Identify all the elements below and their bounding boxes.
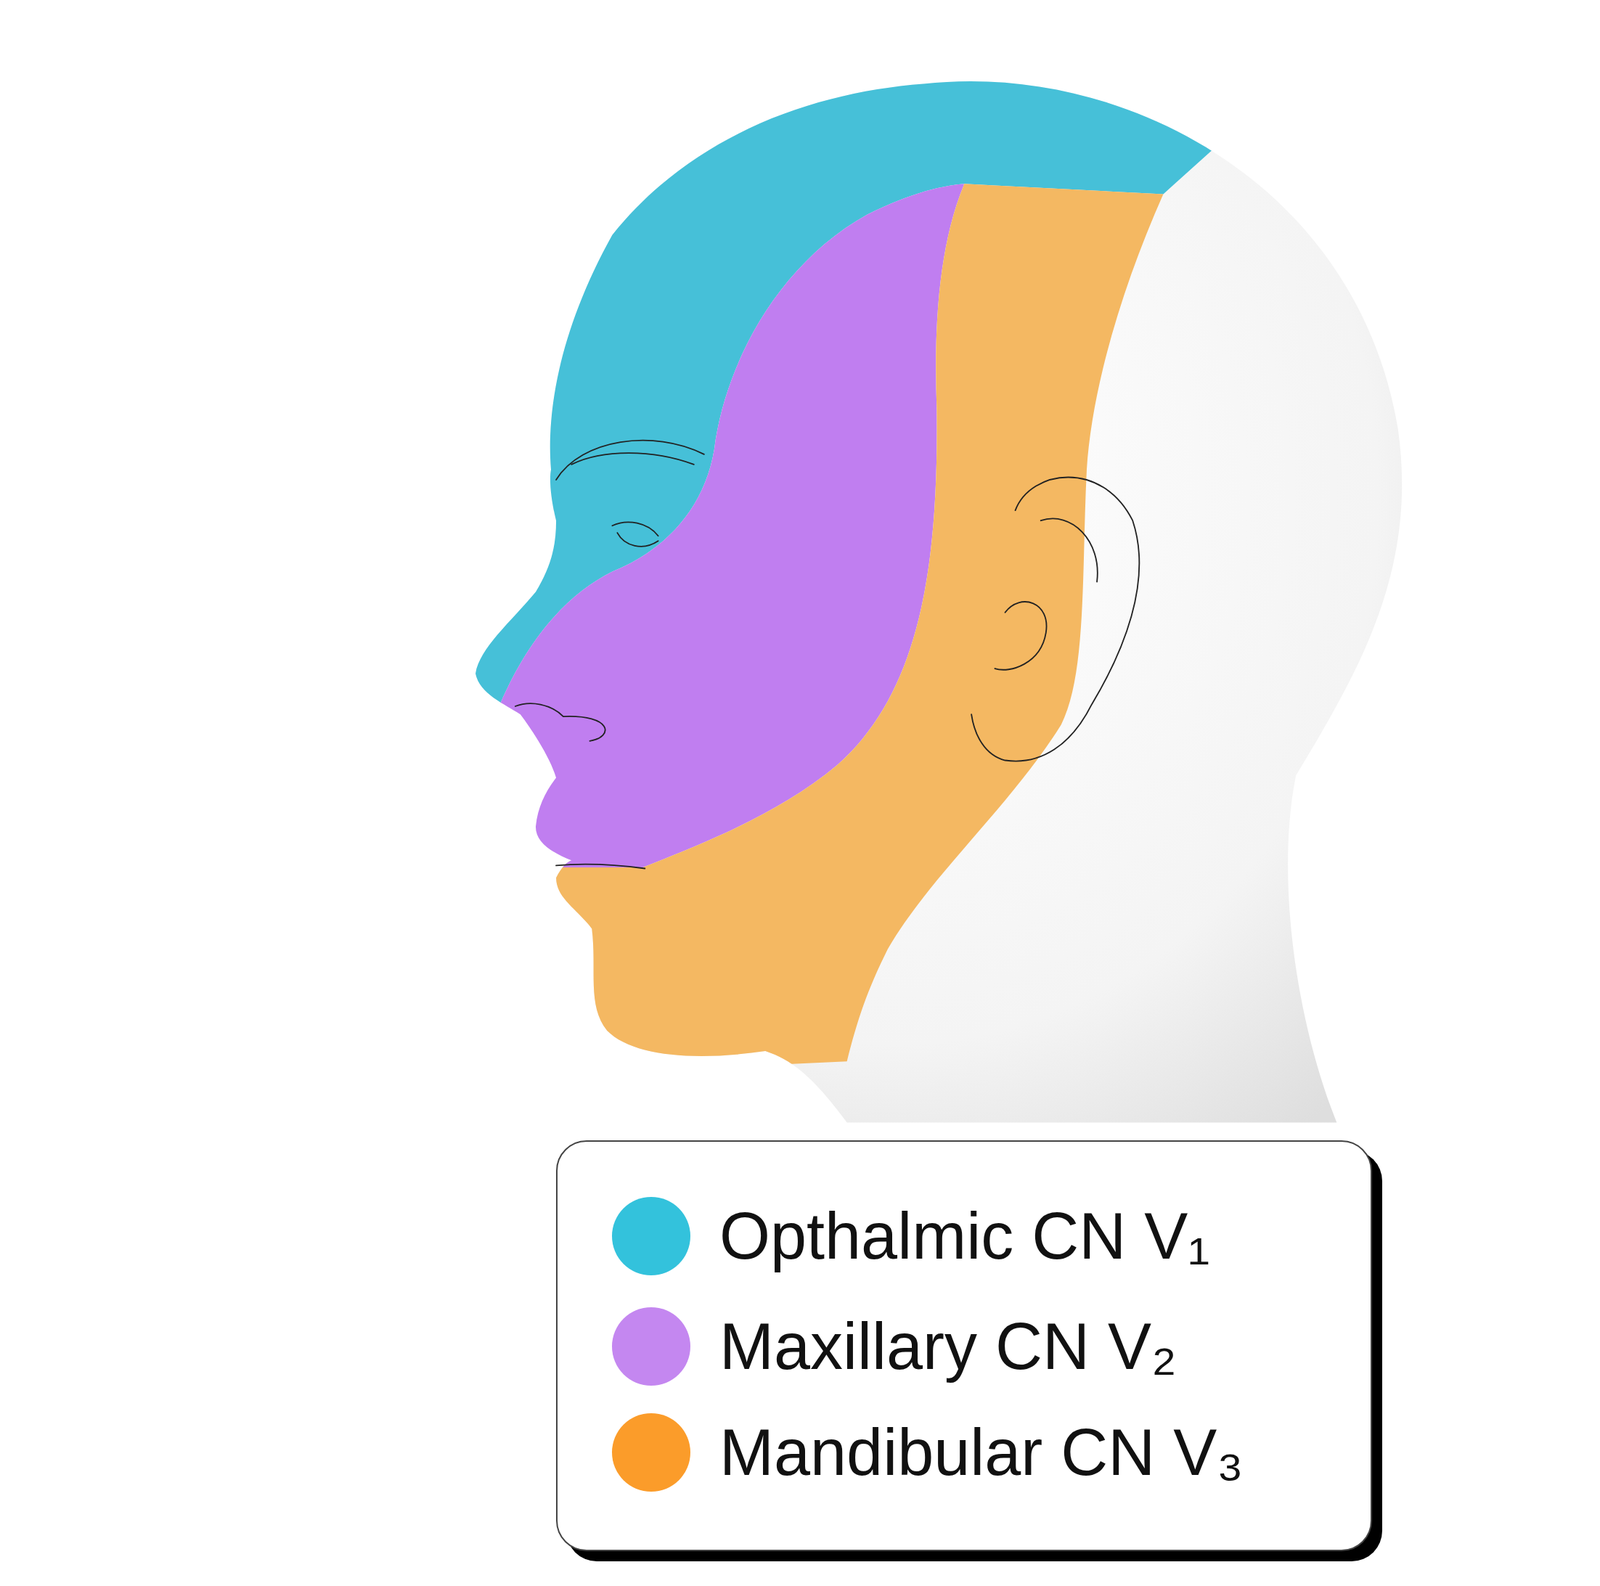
legend-label: Maxillary CN V₂ (719, 1309, 1177, 1385)
nose-line (515, 703, 606, 742)
eye-line (611, 521, 658, 536)
mouth-line (556, 864, 645, 869)
legend-box: Opthalmic CN V₁ Maxillary CN V₂ Mandibular… (556, 1140, 1373, 1552)
eye-line (617, 532, 658, 547)
legend-label: Opthalmic CN V₁ (719, 1199, 1211, 1275)
ear-outline (971, 476, 1140, 761)
legend-row: Opthalmic CN V₁ (557, 1185, 1211, 1288)
brow-line (571, 452, 695, 465)
legend-swatch (611, 1197, 691, 1276)
legend-row: Maxillary CN V₂ (557, 1295, 1177, 1398)
ear-inner (994, 518, 1097, 670)
brow-line (556, 440, 705, 480)
legend-label: Mandibular CN V₃ (719, 1415, 1244, 1491)
mandibular-region (407, 183, 1163, 1082)
legend-swatch (611, 1307, 691, 1386)
legend-swatch (611, 1413, 691, 1492)
legend-row: Mandibular CN V₃ (557, 1401, 1244, 1504)
